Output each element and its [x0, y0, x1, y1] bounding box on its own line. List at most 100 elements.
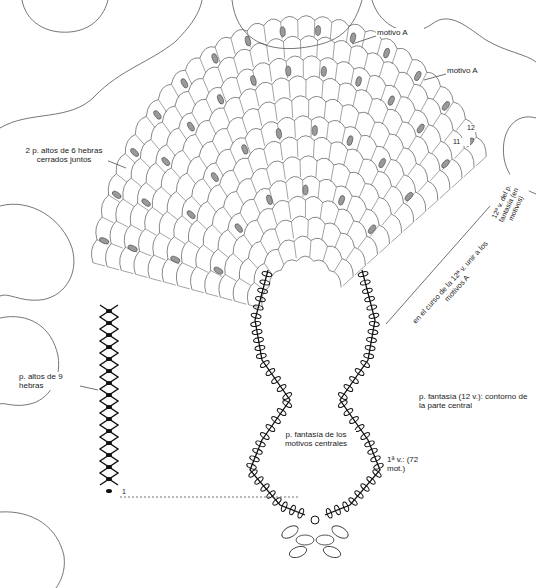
stitch-line — [102, 217, 114, 223]
chain-loop — [248, 469, 258, 479]
stitch-line — [248, 258, 258, 269]
chain-arc — [323, 78, 340, 85]
chain-arc — [476, 137, 486, 156]
stitch-line — [377, 39, 381, 55]
stitch-line — [316, 41, 318, 58]
stitch-knot — [106, 369, 112, 373]
chain-arc — [429, 152, 440, 170]
stitch-line — [382, 214, 391, 225]
chain-arc — [161, 168, 171, 187]
chain-arc — [278, 117, 295, 123]
chain-arc — [329, 271, 341, 288]
stitch-line — [408, 136, 416, 149]
chain-arc — [176, 263, 182, 286]
stitch-line — [355, 113, 359, 129]
stitch-line — [224, 207, 233, 219]
chain-loop — [297, 508, 305, 519]
stitch-line — [313, 141, 315, 158]
stitch-line — [391, 233, 401, 242]
chain-arc — [391, 159, 404, 174]
row-number: 11 — [452, 138, 470, 146]
stitch-line — [342, 128, 345, 144]
stitch-line — [335, 233, 341, 248]
stitch-line — [297, 140, 299, 157]
chain-loop — [266, 490, 276, 500]
chain-arc — [320, 179, 337, 187]
chain-arc — [137, 183, 146, 204]
stitch-line — [179, 128, 187, 141]
cluster-stitch — [312, 125, 318, 135]
cluster-stitch — [367, 224, 377, 235]
stitch-line — [316, 161, 317, 178]
chain-arc — [264, 19, 281, 26]
chain-arc — [146, 100, 158, 117]
chain-arc — [349, 24, 366, 32]
stitch-line — [272, 84, 274, 101]
stitch-line — [231, 38, 235, 54]
chain-loop — [363, 353, 374, 359]
chain-loop — [364, 296, 375, 303]
chain-arc — [297, 256, 314, 261]
cluster-stitch — [127, 244, 138, 253]
chain-arc — [234, 49, 250, 58]
chain-loop — [372, 469, 382, 479]
chain-arc — [359, 112, 375, 122]
stitch-line — [428, 200, 438, 209]
chain-arc — [414, 84, 428, 98]
stitch-line — [456, 119, 465, 130]
chain-arc — [404, 175, 416, 192]
chain-loop — [272, 497, 282, 507]
stitch-line — [300, 40, 301, 57]
stitch-line — [430, 170, 440, 181]
stitch-knot — [106, 357, 112, 361]
cluster-stitch — [241, 144, 249, 155]
stitch-line — [283, 42, 284, 59]
stitch-line — [272, 209, 277, 225]
stitch-line — [464, 168, 474, 177]
stitch-line — [123, 199, 134, 206]
chain-arc — [298, 16, 315, 21]
stitch-line — [395, 97, 401, 112]
tall-stitch-column — [100, 305, 118, 485]
chain-loop — [342, 501, 350, 512]
chain-arc — [245, 128, 261, 138]
stitch-line — [353, 91, 357, 107]
chain-arc — [441, 113, 453, 130]
chain-arc — [188, 220, 197, 241]
chain-loop — [354, 367, 365, 376]
stitch-line — [421, 98, 428, 111]
annotation-label: en el curso de la 12ª v. unir a los moti… — [405, 233, 502, 338]
stitch-line — [244, 235, 253, 247]
stitch-line — [319, 61, 320, 78]
chain-arc — [429, 125, 441, 142]
chain-arc — [326, 99, 343, 106]
cluster-stitch — [321, 66, 327, 76]
chain-loop — [255, 296, 266, 303]
chain-arc — [230, 138, 245, 150]
chain-arc — [258, 102, 275, 110]
stitch-line — [225, 274, 236, 281]
chain-arc — [203, 225, 212, 245]
chain-arc — [317, 158, 334, 165]
stitch-line — [322, 224, 325, 240]
stitch-line — [208, 201, 217, 212]
stitch-line — [383, 186, 391, 199]
stitch-line — [164, 282, 176, 285]
chain-loop — [271, 415, 282, 424]
cluster-stitch — [346, 135, 353, 146]
stitch-line — [234, 301, 246, 304]
annotation-label: motivo A — [376, 28, 424, 37]
chain-arc — [153, 233, 160, 255]
cluster-stitch — [186, 121, 196, 132]
stitch-line — [174, 237, 185, 244]
stitch-line — [178, 286, 190, 289]
chain-arc — [216, 149, 230, 163]
stitch-line — [396, 148, 404, 161]
stitch-line — [209, 120, 216, 134]
stitch-line — [264, 149, 268, 165]
chain-arc — [295, 116, 312, 121]
chain-arc — [384, 62, 399, 73]
chain-arc — [311, 238, 328, 246]
stitch-line — [333, 43, 335, 60]
cluster-stitch — [355, 76, 362, 87]
